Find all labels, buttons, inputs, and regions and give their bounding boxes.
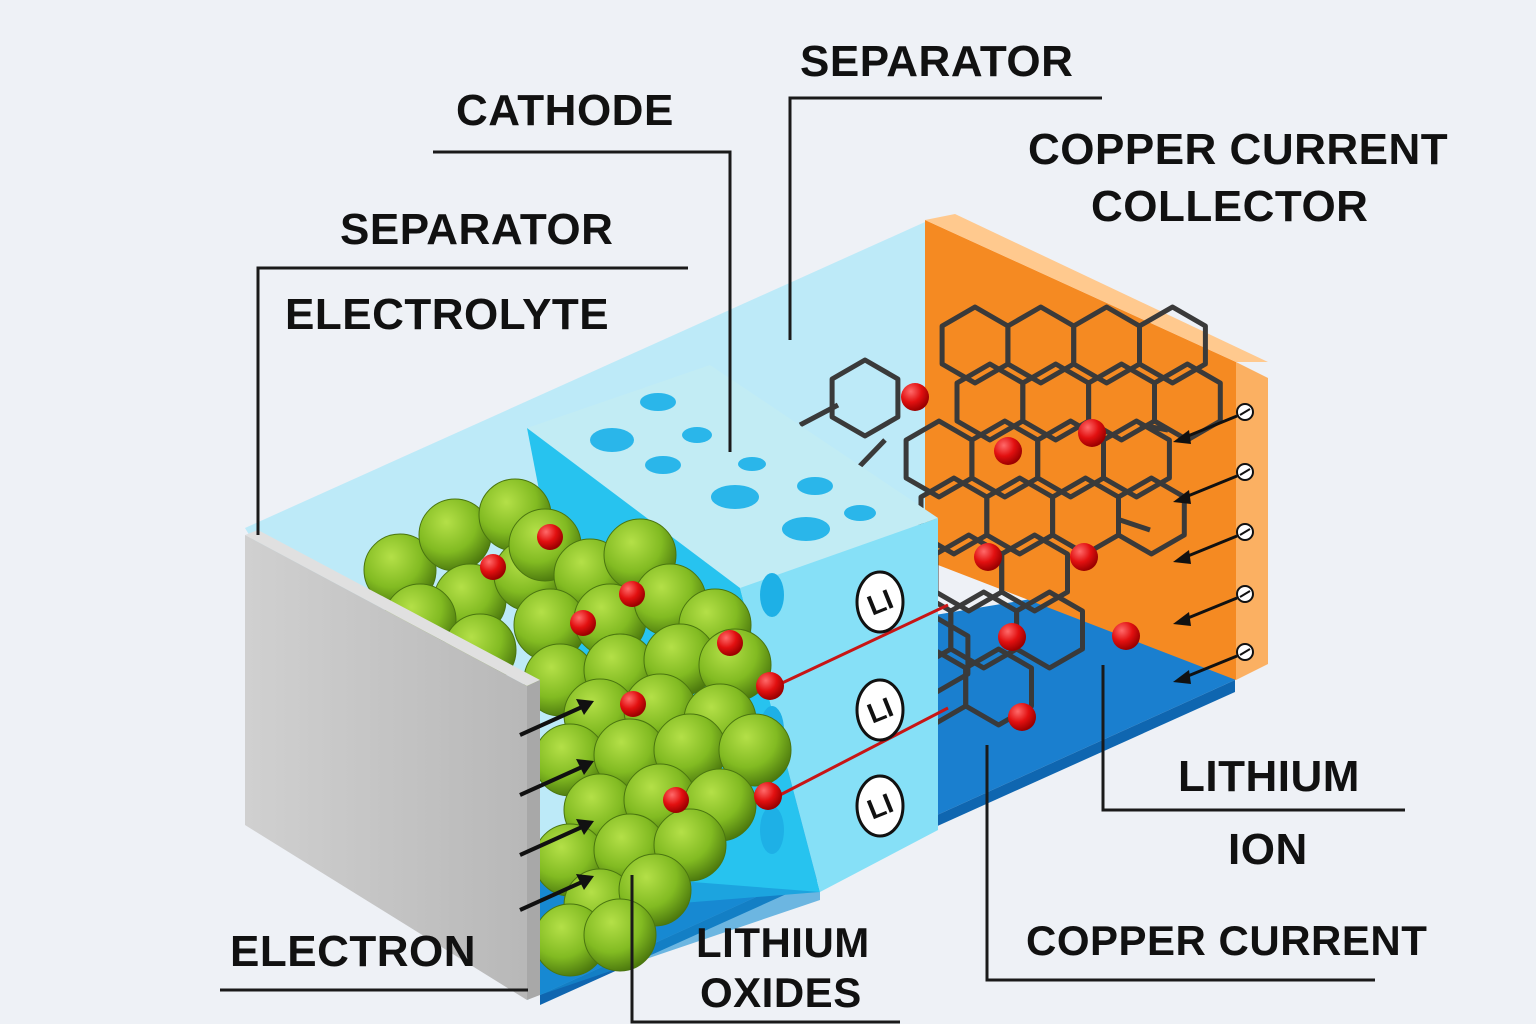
ion-migration-lines xyxy=(779,603,949,797)
plate-top-edge xyxy=(245,530,540,686)
leader-separator-top xyxy=(788,96,1102,340)
plate-side xyxy=(527,680,540,1000)
copper-electron-arrow xyxy=(1173,585,1254,626)
graphite-hexagon xyxy=(1014,589,1085,671)
electrolyte-top xyxy=(527,365,938,588)
lithium-ion-dot xyxy=(717,630,743,656)
label-lithium-oxides-line1: LITHIUM xyxy=(696,919,870,966)
cathode-particle xyxy=(583,898,657,972)
electron-arrows xyxy=(519,699,594,912)
label-separator-top: SEPARATOR xyxy=(800,37,1074,86)
cathode-particle xyxy=(718,713,792,787)
copper-collector-top xyxy=(925,214,1268,362)
electron-arrow xyxy=(519,874,594,912)
label-electrolyte: ELECTROLYTE xyxy=(285,290,610,339)
lithium-ion-dot xyxy=(619,581,645,607)
lithium-ion-dot xyxy=(756,672,784,700)
li-badge-circle xyxy=(855,570,905,634)
lithium-ion-dot xyxy=(1070,543,1098,571)
current-collector-plate xyxy=(245,535,527,1000)
graphite-hexagon xyxy=(829,357,901,439)
lithium-ion-dot xyxy=(620,691,646,717)
lithium-ion-dot xyxy=(1078,419,1106,447)
leader-copper-current xyxy=(985,745,1375,982)
lithium-ion-dot xyxy=(570,610,596,636)
copper-electron-arrow xyxy=(1173,523,1254,564)
leader-lithium-oxides xyxy=(630,875,900,1024)
copper-electron-arrow xyxy=(1173,463,1254,504)
graphite-loose-bonds xyxy=(798,402,1169,533)
migrating-lithium-ions xyxy=(754,383,1140,810)
lithium-ion-dot xyxy=(998,623,1026,651)
li-badge-circle xyxy=(855,774,905,838)
copper-electron-arrow xyxy=(1173,403,1254,444)
label-copper-current: COPPER CURRENT xyxy=(1026,917,1428,964)
lithium-ion-dot xyxy=(994,437,1022,465)
copper-electron-arrows xyxy=(1173,403,1254,684)
lithium-ion-dot xyxy=(663,787,689,813)
lithium-ion-dot xyxy=(480,554,506,580)
label-copper-collector-line1: COPPER CURRENT xyxy=(1028,125,1449,174)
lithium-ion-dot xyxy=(901,383,929,411)
lithium-ion-dot xyxy=(1008,703,1036,731)
cathode-lithium-ions xyxy=(480,524,743,813)
label-lithium-oxides-line2: OXIDES xyxy=(700,969,862,1016)
electron-arrow xyxy=(519,819,594,857)
label-electron: ELECTRON xyxy=(230,927,476,976)
leader-lines xyxy=(220,96,1405,1024)
label-cathode: CATHODE xyxy=(456,86,674,135)
lithium-ion-dot xyxy=(1112,622,1140,650)
lithium-ion-dot xyxy=(537,524,563,550)
leader-lithium-ion xyxy=(1101,665,1405,812)
electron-arrow xyxy=(519,699,594,737)
label-copper-collector-line2: COLLECTOR xyxy=(1091,182,1369,231)
electrolyte-pores xyxy=(590,393,876,541)
copper-electron-arrow xyxy=(1173,643,1254,684)
lithium-ion-dot xyxy=(974,543,1002,571)
graphite-hexagon xyxy=(999,532,1070,614)
lithium-ion-dot xyxy=(754,782,782,810)
cathode-particles xyxy=(363,478,792,977)
leader-separator-left xyxy=(256,266,688,535)
electron-arrow xyxy=(519,759,594,797)
li-badge-circle xyxy=(855,678,905,742)
label-lithium-ion-line2: ION xyxy=(1228,825,1308,874)
graphite-hexagon xyxy=(1137,304,1208,386)
label-lithium-ion-line1: LITHIUM xyxy=(1178,752,1360,801)
leader-cathode xyxy=(433,150,732,452)
label-separator-left: SEPARATOR xyxy=(340,205,614,254)
